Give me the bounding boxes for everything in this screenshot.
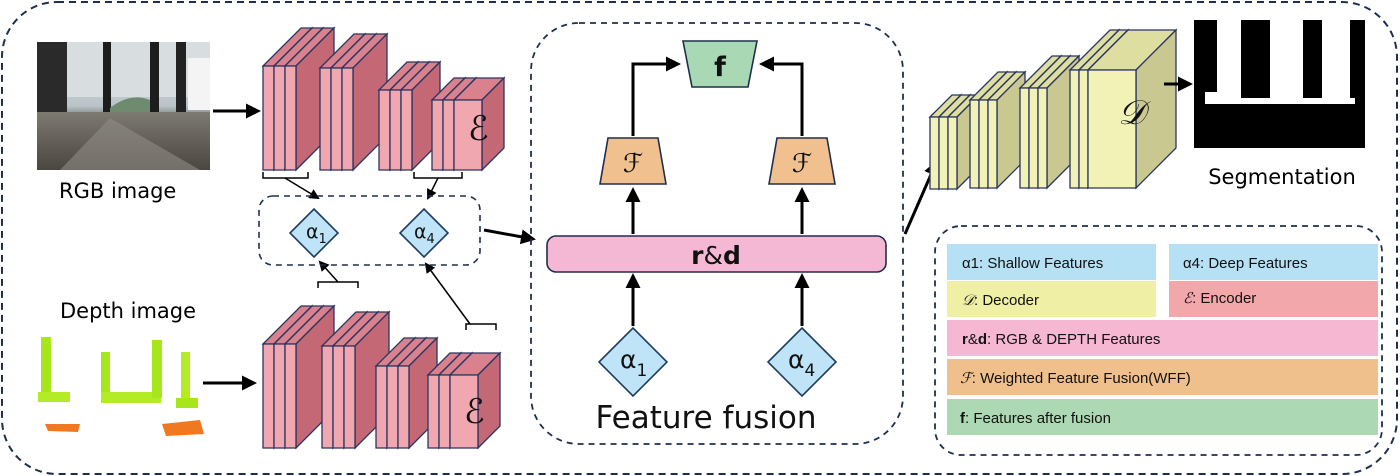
feature-map-layer: [947, 116, 958, 190]
legend-rd: r&d: RGB & DEPTH Features: [947, 320, 1378, 356]
feature-map-layer: [262, 65, 275, 171]
svg-text:ℱ: ℱ: [792, 149, 812, 179]
legend-alpha1: α1: Shallow Features: [947, 244, 1156, 280]
feature-map-layer: [389, 89, 402, 171]
feature-map-layer: [427, 374, 440, 449]
feature-map-layer: [1069, 69, 1080, 189]
alpha-group-box: [258, 195, 481, 266]
feature-map-layer: [442, 99, 455, 171]
feature-map-layer: [262, 343, 275, 449]
feature-map-layer: [1019, 87, 1030, 189]
segmentation-label: Segmentation: [1208, 165, 1356, 189]
svg-text:ℰ: Encoder: ℰ: Encoder: [1183, 290, 1256, 307]
feature-map-layer: [938, 116, 949, 190]
svg-text:r&d: r&d: [691, 241, 741, 270]
feature-map-layer: [397, 365, 410, 449]
fusion-arrows: [625, 56, 810, 326]
depth-image: [38, 337, 204, 436]
svg-text:𝒟: Decoder: 𝒟: Decoder: [962, 292, 1039, 309]
feature-map-layer: [1037, 87, 1048, 189]
feature-map-layer: [386, 365, 399, 449]
feature-map-layer: [987, 99, 998, 189]
feature-map-layer: [343, 345, 356, 449]
svg-text:ℱ: Weighted Feature Fusion(WF: ℱ: Weighted Feature Fusion(WFF): [960, 370, 1191, 387]
feature-map-layer: [273, 65, 286, 171]
svg-text:f: f: [714, 52, 726, 83]
feature-map-layer: [1028, 87, 1039, 189]
legend-wff: ℱ: Weighted Feature Fusion(WFF): [947, 359, 1378, 395]
fusion-alpha4-node: α4: [766, 326, 838, 398]
feature-fusion-title: Feature fusion: [596, 400, 817, 436]
alpha1-node: α1: [288, 207, 340, 259]
legend-encoder: ℰ: Encoder: [1169, 281, 1378, 317]
svg-text:α1: α1: [306, 221, 327, 247]
rgb-encoder-symbol: ℰ: [468, 109, 489, 149]
feature-map-layer: [284, 343, 297, 449]
feature-map-layer: [284, 65, 297, 171]
feature-map-layer: [332, 345, 345, 449]
svg-text:ℱ: ℱ: [623, 149, 643, 179]
depth-encoder: [261, 304, 502, 450]
fused-features-f: f: [682, 40, 758, 88]
segmentation-image: [1194, 20, 1365, 148]
feature-map-layer: [438, 374, 451, 449]
depth-label: Depth image: [60, 299, 196, 323]
encoder-brackets: [262, 172, 497, 330]
fusion-panel: [530, 22, 904, 445]
feature-map-layer: [375, 365, 388, 449]
rgb-encoder: [261, 26, 506, 172]
feature-map-layer: [400, 89, 413, 171]
svg-text:r&d: RGB & DEPTH Features: r&d: RGB & DEPTH Features: [962, 331, 1160, 348]
legend-alpha4: α4: Deep Features: [1169, 244, 1378, 280]
legend-fused: f: Features after fusion: [947, 399, 1378, 435]
svg-text:α1: Shallow Features: α1: Shallow Features: [962, 255, 1103, 272]
feature-map-layer: [341, 67, 354, 171]
feature-map-layer: [431, 99, 444, 171]
wff-left: ℱ: [599, 137, 667, 185]
svg-text:f: Features after fusion: f: Features after fusion: [960, 410, 1111, 427]
feature-map-layer: [978, 99, 989, 189]
svg-text:α4: α4: [414, 221, 435, 247]
rgb-image: [37, 42, 210, 170]
alpha4-node: α4: [398, 207, 450, 259]
alpha-to-fusion-arrow: [483, 228, 536, 245]
feature-map-layer: [929, 116, 940, 190]
svg-text:α4: Deep Features: α4: Deep Features: [1183, 255, 1308, 272]
wff-right: ℱ: [768, 137, 836, 185]
feature-map-layer: [330, 67, 343, 171]
feature-map-layer: [319, 67, 332, 171]
feature-map-layer: [378, 89, 391, 171]
feature-map-layer: [1087, 69, 1137, 189]
feature-map-layer: [1078, 69, 1089, 189]
feature-map-layer: [969, 99, 980, 189]
rgb-label: RGB image: [59, 179, 176, 203]
svg-text:α4: α4: [788, 345, 815, 381]
feature-map-layer: [449, 374, 479, 449]
fusion-alpha1-node: α1: [597, 326, 669, 398]
feature-map-layer: [321, 345, 334, 449]
svg-text:α1: α1: [620, 345, 647, 381]
legend-panel: [934, 225, 1383, 456]
feature-map-layer: [453, 99, 483, 171]
depth-encoder-symbol: ℰ: [464, 392, 485, 432]
decoder: [928, 28, 1178, 191]
feature-map-layer: [273, 343, 286, 449]
rgb-depth-features-bar: r&d: [546, 235, 887, 273]
legend-decoder: 𝒟: Decoder: [947, 281, 1156, 317]
